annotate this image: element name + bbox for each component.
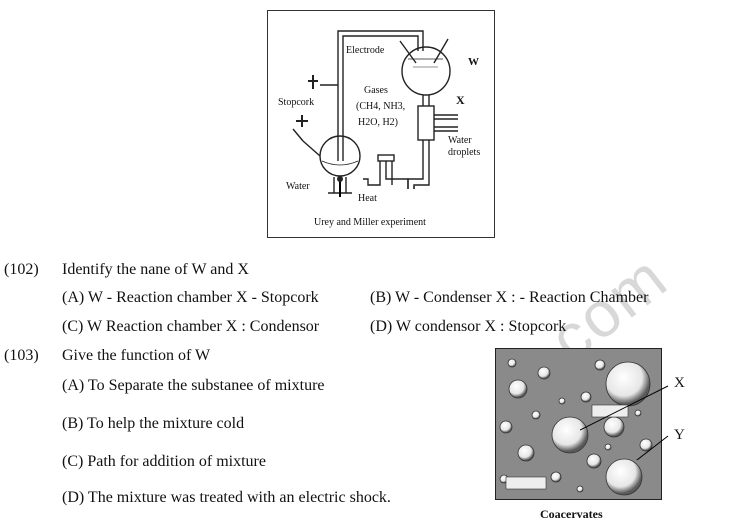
label-heat: Heat [358,193,377,204]
coacervate-label-y: Y [674,427,685,443]
q103-number: (103) [4,347,39,364]
q103-option-a: (A) To Separate the substanee of mixture [62,377,325,394]
coacervates-drawing [496,349,661,499]
label-x: X [456,93,465,107]
q102-option-a: (A) W - Reaction chamber X - Stopcork [62,289,319,306]
label-formula-2: H2O, H2) [358,117,398,128]
q103-option-b: (B) To help the mixture cold [62,415,245,432]
urey-miller-figure: Electrode W Gases (CH4, NH3, H2O, H2) X … [267,10,495,238]
q103-option-c: (C) Path for addition of mixture [62,453,266,470]
q103-text: Give the function of W [62,347,211,364]
label-w: W [468,56,479,68]
label-electrode: Electrode [346,45,385,56]
figure-caption: Urey and Miller experiment [314,217,426,228]
q102-option-c: (C) W Reaction chamber X : Condensor [62,318,320,335]
apparatus-drawing [292,30,458,197]
q102-number: (102) [4,261,39,278]
label-formula-1: (CH4, NH3, [356,101,406,112]
label-gases: Gases [364,85,388,96]
q102-text: Identify the nane of W and X [62,261,249,278]
coacervates-micrograph [495,348,662,500]
coacervate-label-x: X [674,375,685,391]
label-water-droplets-2: droplets [448,147,481,158]
label-water-droplets-1: Water [448,135,472,146]
coacervates-caption: Coacervates [540,507,603,521]
pointer-lines [580,385,669,460]
q102-option-d: (D) W condensor X : Stopcork [370,318,567,335]
label-stopcork: Stopcork [278,97,315,108]
q103-option-d: (D) The mixture was treated with an elec… [62,489,391,506]
label-water: Water [286,181,310,192]
q102-option-b: (B) W - Condenser X : - Reaction Chamber [370,289,649,306]
